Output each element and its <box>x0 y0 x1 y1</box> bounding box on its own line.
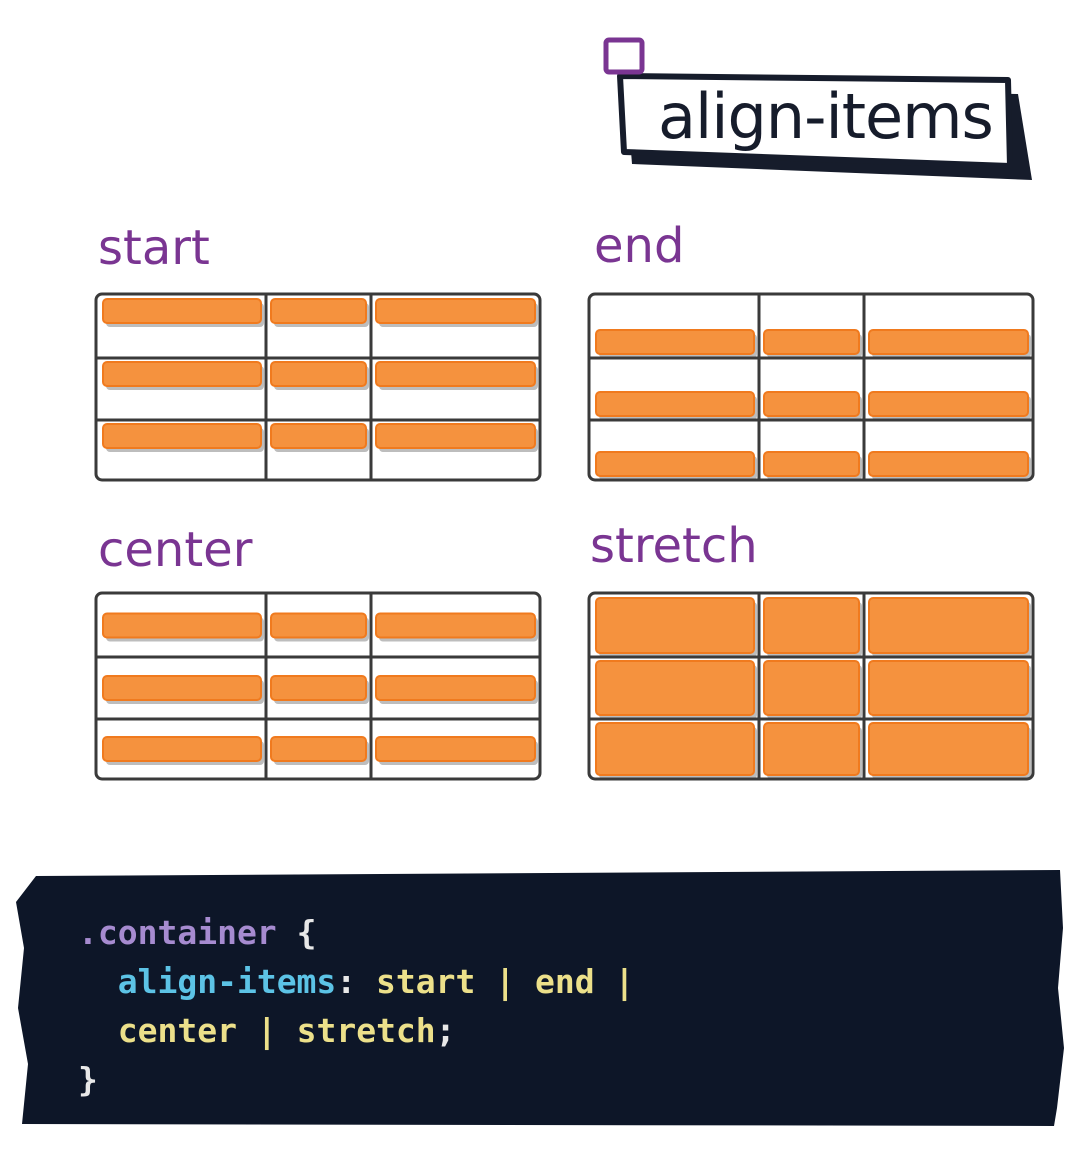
grid-item <box>868 329 1029 355</box>
grid-item <box>868 597 1029 654</box>
title-badge-frame <box>603 37 1032 180</box>
diagram-label-start: start <box>98 220 210 276</box>
grid-start <box>94 292 542 482</box>
code-selector: .container <box>78 913 277 952</box>
code-separator: | <box>256 1011 277 1050</box>
grid-item <box>595 329 755 355</box>
grid-item <box>763 451 860 477</box>
code-semicolon: ; <box>435 1011 456 1050</box>
grid-item <box>595 660 755 716</box>
grid-item <box>375 423 536 449</box>
grid-item <box>763 597 860 654</box>
code-separator: | <box>614 962 635 1001</box>
code-value-center: center <box>117 1011 237 1050</box>
grid-item <box>375 361 536 387</box>
grid-item <box>375 675 536 701</box>
grid-item <box>595 597 755 654</box>
grid-item <box>375 298 536 324</box>
diagram-label-end: end <box>594 218 685 274</box>
title-badge: align-items <box>600 36 1040 188</box>
grid-item <box>868 451 1029 477</box>
grid-container-border <box>94 591 542 781</box>
grid-container-border <box>587 292 1035 482</box>
code-colon: : <box>336 962 357 1001</box>
grid-container-border <box>94 292 542 482</box>
diagram-label-center: center <box>98 522 253 578</box>
grid-item <box>868 722 1029 776</box>
grid-item <box>270 675 367 701</box>
code-value-end: end <box>535 962 595 1001</box>
grid-item <box>270 298 367 324</box>
grid-item <box>595 451 755 477</box>
grid-item <box>763 660 860 716</box>
grid-stretch <box>587 591 1035 781</box>
code-value-stretch: stretch <box>296 1011 436 1050</box>
page-title: align-items <box>658 80 994 153</box>
grid-item <box>102 675 262 701</box>
code-block-background <box>16 870 1064 1126</box>
diagram-label-stretch: stretch <box>590 518 758 574</box>
grid-item <box>868 660 1029 716</box>
grid-item <box>763 391 860 417</box>
grid-end <box>587 292 1035 482</box>
grid-center <box>94 591 542 781</box>
code-snippet: .container { align-items: start | end | … <box>78 908 634 1104</box>
grid-item <box>595 391 755 417</box>
grid-item <box>375 612 536 639</box>
code-close-brace: } <box>78 1060 98 1099</box>
grid-item <box>102 736 262 762</box>
code-value-start: start <box>376 962 476 1001</box>
title-accent-square <box>603 37 645 75</box>
grid-item <box>270 423 367 449</box>
grid-item <box>270 736 367 762</box>
grid-container-border <box>587 591 1035 781</box>
grid-item <box>102 361 262 387</box>
grid-item <box>102 298 262 324</box>
code-block: .container { align-items: start | end | … <box>8 868 1068 1130</box>
grid-item <box>102 612 262 639</box>
grid-item <box>763 329 860 355</box>
grid-item <box>270 612 367 639</box>
code-separator: | <box>495 962 516 1001</box>
grid-item <box>102 423 262 449</box>
grid-item <box>595 722 755 776</box>
grid-item <box>375 736 536 762</box>
code-open-brace: { <box>296 913 317 952</box>
grid-item <box>763 722 860 776</box>
grid-item <box>270 361 367 387</box>
grid-item <box>868 391 1029 417</box>
code-property: align-items <box>117 962 337 1001</box>
